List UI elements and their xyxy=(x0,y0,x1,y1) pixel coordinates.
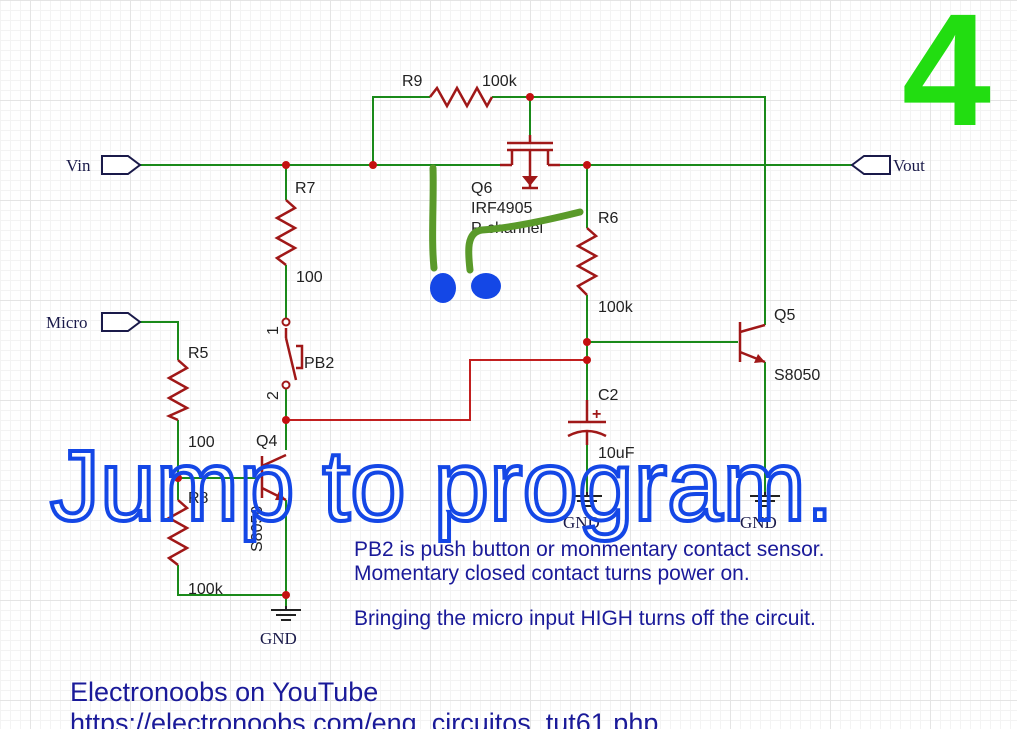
pb2-ref: PB2 xyxy=(304,355,334,372)
q5-part: S8050 xyxy=(774,367,820,384)
q4-ref: Q4 xyxy=(256,433,277,450)
r9-ref: R9 xyxy=(402,73,423,90)
micro-label: Micro xyxy=(46,313,88,332)
c2-ref: C2 xyxy=(598,387,619,404)
pb2-pin2: 2 xyxy=(265,391,282,400)
credit-title: Electronoobs on YouTube xyxy=(70,677,378,707)
resistor-r8: R8 100k xyxy=(166,490,224,598)
r7-ref: R7 xyxy=(295,180,316,197)
resistor-r6: R6 100k xyxy=(575,210,634,316)
micro-port: Micro xyxy=(46,312,142,332)
transistor-q5: Q5 S8050 xyxy=(738,307,820,384)
resistor-r7: R7 100 xyxy=(274,180,323,286)
vout-label: Vout xyxy=(893,156,925,175)
ground-symbol-q4: GND xyxy=(260,606,301,648)
vin-label: Vin xyxy=(66,156,91,175)
notes-block: PB2 is push button or monmentary contact… xyxy=(354,538,824,630)
note-line-1: PB2 is push button or monmentary contact… xyxy=(354,538,824,561)
ground-label-q5: GND xyxy=(740,513,777,532)
r6-ref: R6 xyxy=(598,210,619,227)
r6-value: 100k xyxy=(598,299,634,316)
ground-symbol-c2: GND xyxy=(563,492,602,532)
pb2-pin1: 1 xyxy=(265,326,282,335)
transistor-q4: Q4 S8050 xyxy=(249,433,287,552)
note-line-3: Bringing the micro input HIGH turns off … xyxy=(354,607,816,630)
q6-part: IRF4905 xyxy=(471,200,532,217)
r8-value: 100k xyxy=(188,581,224,598)
handwritten-annotation: Jump to program. xyxy=(50,430,834,542)
r5-ref: R5 xyxy=(188,345,209,362)
ground-symbol-q5: GND xyxy=(740,492,780,532)
page-badge: 4 xyxy=(902,0,991,159)
q5-ref: Q5 xyxy=(774,307,795,324)
r9-value: 100k xyxy=(482,73,518,90)
green-scribble xyxy=(429,164,584,303)
capacitor-c2: + C2 10uF xyxy=(567,387,635,462)
push-button-pb2: PB2 1 2 xyxy=(265,317,334,400)
resistor-r5: R5 100 xyxy=(165,345,215,451)
credit-url: https://electronoobs.com/eng_circuitos_t… xyxy=(70,708,658,729)
wires xyxy=(140,96,852,606)
ground-label-q4: GND xyxy=(260,629,297,648)
junction-dots xyxy=(174,93,591,599)
r8-ref: R8 xyxy=(188,490,209,507)
credit-block: Electronoobs on YouTube https://electron… xyxy=(70,677,658,729)
note-line-2: Momentary closed contact turns power on. xyxy=(354,562,750,585)
c2-value: 10uF xyxy=(598,445,635,462)
r7-value: 100 xyxy=(296,269,323,286)
vin-port: Vin xyxy=(66,155,142,175)
vout-port: Vout xyxy=(850,155,925,175)
resistor-r9: R9 100k xyxy=(402,73,518,109)
q6-ref: Q6 xyxy=(471,180,492,197)
ground-label-c2: GND xyxy=(563,513,600,532)
q4-part: S8050 xyxy=(249,506,266,552)
r5-value: 100 xyxy=(188,434,215,451)
red-wire xyxy=(286,359,587,421)
c2-plus: + xyxy=(592,406,601,423)
